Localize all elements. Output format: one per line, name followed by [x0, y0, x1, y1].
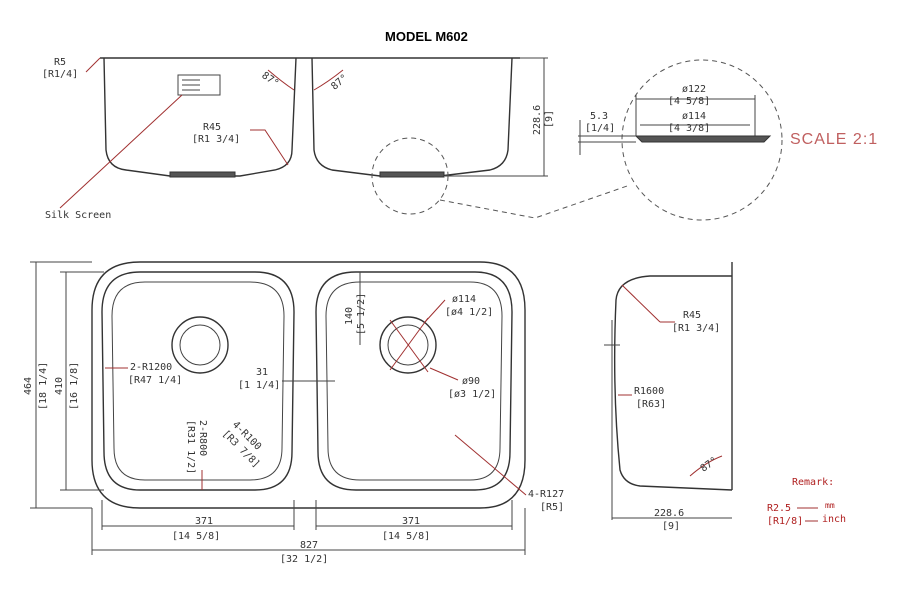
c140-label: 140 [344, 307, 355, 325]
plan-view: 464 [18 1/4] 410 [16 1/8] 2-R1200 [R47 1… [23, 261, 564, 565]
angle-right-label: 87° [329, 72, 350, 92]
left-drain-outer [171, 316, 229, 374]
r800-inch-label: [R31 1/2] [185, 420, 196, 474]
silk-screen-label: Silk Screen [45, 210, 111, 221]
side-r1600-inch-label: [R63] [636, 399, 666, 410]
remark-block: Remark: R2.5 mm [R1/8] inch [767, 477, 846, 527]
side-view: R45 [R1 3/4] R1600 [R63] 87° 228.6 [9] [604, 262, 733, 532]
detail-link-line [439, 184, 631, 219]
plan-d90-label: ø90 [462, 376, 480, 387]
r800-label: 2-R800 [197, 420, 208, 456]
left-drain-flange [169, 171, 236, 178]
d114-inch-label: [4 3/8] [668, 123, 710, 134]
plan-d90-inch-label: [ø3 1/2] [448, 389, 496, 400]
detail-view: ø122 [4 5/8] ø114 [4 3/8] 5.3 [1/4] SCAL… [578, 59, 878, 221]
remark-mm: mm [825, 501, 835, 510]
height-464-inch-label: [18 1/4] [38, 362, 49, 410]
left-drain-inner [179, 324, 221, 366]
r5-label: R5 [54, 57, 66, 68]
height-410-label: 410 [54, 377, 65, 395]
silk-screen-leader [59, 94, 183, 209]
depth-inch-label: [9] [544, 110, 555, 128]
scale-note: SCALE 2:1 [790, 131, 878, 148]
w827-label: 827 [300, 540, 318, 551]
top-section-view: Silk Screen R5 [R1/4] 87° 87° R45 [R1 3/… [42, 57, 631, 221]
thickness-inch-label: [1/4] [585, 123, 615, 134]
r5-inch-label: [R1/4] [42, 69, 78, 80]
outer-rim [91, 261, 526, 509]
w371-left-label: 371 [195, 516, 213, 527]
angle-left-label: 87° [259, 70, 280, 89]
silk-screen-plate [177, 74, 221, 96]
d122-inch-label: [4 5/8] [668, 96, 710, 107]
side-depth-inch-label: [9] [662, 521, 680, 532]
r127-inch-label: [R5] [540, 502, 564, 513]
drawing-title: MODEL M602 [385, 29, 468, 44]
gap-31-label: 31 [256, 367, 268, 378]
remark-inch: inch [822, 514, 846, 525]
left-bowl-inner [111, 281, 285, 481]
detail-enlarged-circle [621, 59, 783, 221]
remark-title: Remark: [792, 477, 834, 488]
right-drain-inner [387, 324, 429, 366]
plan-d114-label: ø114 [452, 294, 476, 305]
detail-circle [371, 137, 449, 215]
w371-right-label: 371 [402, 516, 420, 527]
side-r1600-label: R1600 [634, 386, 664, 397]
r1200-label: 2-R1200 [130, 362, 172, 373]
right-drain-outer [379, 316, 437, 374]
r45-label: R45 [203, 122, 221, 133]
side-bowl-profile [613, 275, 733, 491]
d114-label: ø114 [682, 111, 706, 122]
d122-label: ø122 [682, 84, 706, 95]
remark-r25: R2.5 [767, 503, 791, 514]
thickness-label: 5.3 [590, 111, 608, 122]
r1200-inch-label: [R47 1/4] [128, 375, 182, 386]
w371-left-inch-label: [14 5/8] [172, 531, 220, 542]
right-bowl-outline [315, 271, 513, 491]
r45-inch-label: [R1 3/4] [192, 134, 240, 145]
plan-d114-inch-label: [ø4 1/2] [445, 307, 493, 318]
remark-r18: [R1/8] [767, 516, 803, 527]
gap-31-inch-label: [1 1/4] [238, 380, 280, 391]
side-depth-label: 228.6 [654, 508, 684, 519]
height-464-label: 464 [23, 377, 34, 395]
side-r45-label: R45 [683, 310, 701, 321]
depth-label: 228.6 [532, 105, 543, 135]
left-bowl-outline [101, 271, 295, 491]
w827-inch-label: [32 1/2] [280, 554, 328, 565]
right-drain-flange [379, 171, 445, 178]
c140-inch-label: [5 1/2] [356, 293, 367, 335]
flange-cross-section [634, 135, 772, 143]
r127-label: 4-R127 [528, 489, 564, 500]
height-410-inch-label: [16 1/8] [69, 362, 80, 410]
w371-right-inch-label: [14 5/8] [382, 531, 430, 542]
right-bowl-inner [325, 281, 503, 481]
side-r45-inch-label: [R1 3/4] [672, 323, 720, 334]
